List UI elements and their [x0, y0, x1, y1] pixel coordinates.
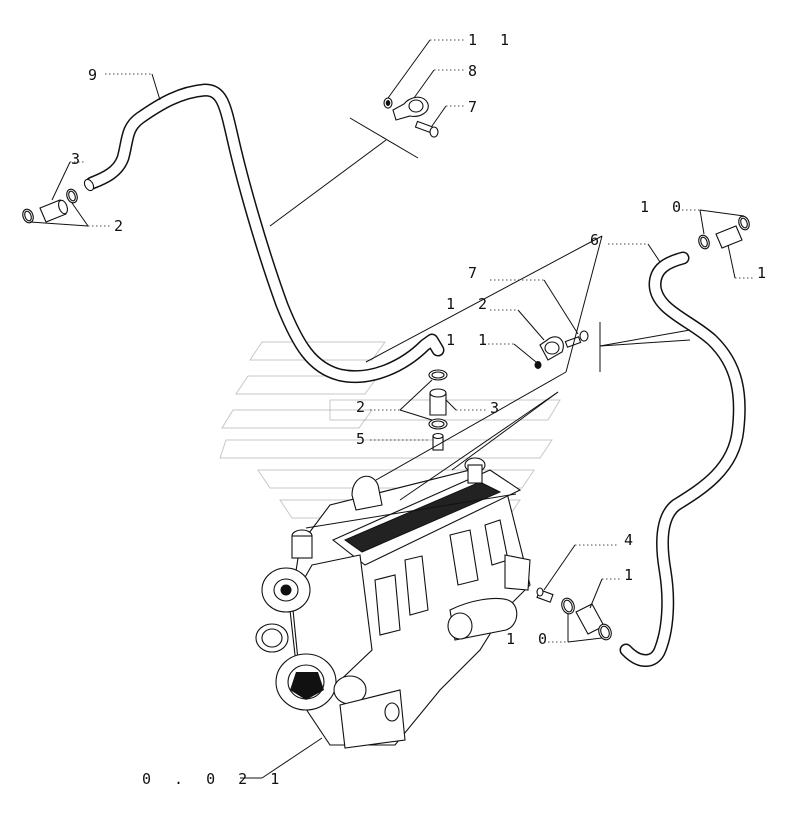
callout-6: 6 [590, 231, 606, 249]
callout-1-lower: 1 [624, 566, 640, 584]
clamp-12-center [539, 336, 564, 361]
callout-0-021: 0 . 0 2 1 [142, 770, 286, 788]
clamp-2-center-top [428, 369, 448, 381]
clamp-2-left-a [22, 208, 34, 224]
clamp-8-top [392, 96, 429, 121]
clamp-2-center-bottom [428, 418, 448, 430]
clamp-2-left-b [66, 188, 78, 204]
callout-3-center: 3 [490, 399, 506, 417]
callout-2-left: 2 [114, 217, 130, 235]
washer-11-center [534, 361, 542, 369]
bolt-7-top [414, 120, 439, 138]
callout-7-top: 7 [468, 98, 484, 116]
callout-5: 5 [356, 430, 372, 448]
callout-2-center: 2 [356, 398, 372, 416]
sleeve-3-left [39, 199, 69, 223]
hose-9 [83, 83, 445, 383]
callout-9: 9 [88, 66, 104, 84]
callout-10-lower: 1 0 [506, 630, 554, 648]
washer-11-top [383, 97, 393, 109]
sleeve-3-center [429, 388, 447, 416]
callout-1-top: 1 [757, 264, 773, 282]
callout-10-top: 1 0 [640, 198, 688, 216]
callout-7-center: 7 [468, 264, 484, 282]
callout-3-left: 3 [71, 150, 87, 168]
callout-4: 4 [624, 531, 640, 549]
hose-6 [619, 251, 746, 667]
clamp-10-lower-b [598, 623, 612, 641]
fitting-4-lower [536, 587, 554, 603]
engine-assembly [255, 457, 531, 749]
clamp-10-right-top [698, 234, 710, 250]
leader-lines [29, 39, 754, 779]
clamp-10-lower-a [561, 597, 575, 615]
fitting-5-center [432, 432, 444, 451]
callout-11-top: 1 1 [468, 31, 516, 49]
bolt-7-center [564, 330, 589, 348]
callout-12: 1 2 [446, 295, 494, 313]
callout-11-center: 1 1 [446, 331, 494, 349]
sleeve-1-right-top [715, 225, 743, 249]
callout-8: 8 [468, 62, 484, 80]
callout-labels: 1 1 8 7 9 3 2 1 0 6 1 7 1 2 1 1 2 3 5 4 … [71, 31, 773, 788]
clamp-10-right-top-b [738, 215, 750, 231]
